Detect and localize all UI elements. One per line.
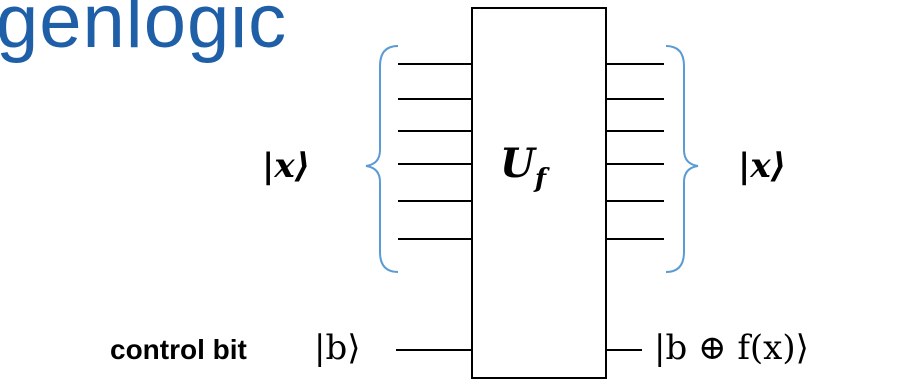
- slide-title: genlogic: [0, 0, 288, 64]
- input-brace: [365, 45, 399, 273]
- output-wires: [606, 63, 664, 240]
- input-register-label: |x⟩: [262, 146, 311, 186]
- gate-subscript: f: [534, 164, 547, 194]
- input-wires: [398, 63, 472, 240]
- control-input-label: |b⟩: [314, 328, 361, 368]
- control-output-label: |b ⊕ f(x)⟩: [654, 328, 809, 368]
- gate-name: U: [500, 140, 535, 187]
- control-bit-label: control bit: [110, 334, 247, 365]
- gate-box: [471, 7, 607, 379]
- gate-label: Uf: [500, 140, 546, 194]
- output-brace: [665, 45, 699, 273]
- output-register-label: |x⟩: [738, 146, 787, 186]
